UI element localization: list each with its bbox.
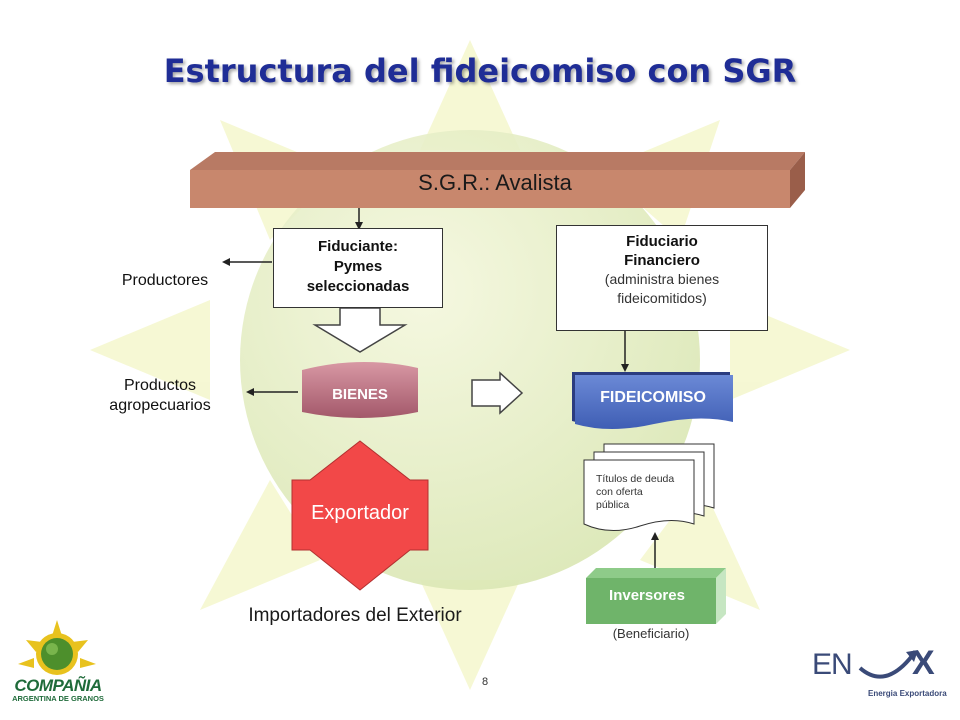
fiduciario-box: Fiduciario Financiero (administra bienes… xyxy=(556,225,768,331)
fiduciante-line1: Fiduciante: xyxy=(317,238,398,255)
fiduciario-line3: (administra bienes xyxy=(604,271,720,287)
titulos-line3: pública xyxy=(596,499,630,511)
titulos-document: Títulos de deuda con oferta pública xyxy=(596,473,696,512)
exportador-node: Exportador xyxy=(311,502,409,524)
productos-line2: agropecuarios xyxy=(109,397,211,414)
page-number: 8 xyxy=(481,676,489,688)
fideicomiso-node: FIDEICOMISO xyxy=(600,389,706,406)
importadores-label: Importadores del Exterior xyxy=(248,605,462,626)
logo-left-sun xyxy=(18,620,96,675)
logo-left-name: COMPAÑIA xyxy=(14,676,102,695)
logo-right-x: X xyxy=(912,644,935,682)
fiduciante-line2: Pymes xyxy=(333,258,383,275)
productos-label: Productos agropecuarios xyxy=(95,376,225,416)
page-title: Estructura del fideicomiso con SGR xyxy=(163,52,797,90)
logo-right-swoosh xyxy=(858,650,918,679)
productos-line1: Productos xyxy=(123,377,197,394)
inversores-node: Inversores xyxy=(609,587,685,604)
titulos-line2: con oferta xyxy=(596,486,643,498)
fiduciario-line1: Fiduciario xyxy=(626,233,698,250)
fiduciante-box: Fiduciante: Pymes seleccionadas xyxy=(273,228,443,308)
fiduciante-line3: seleccionadas xyxy=(306,278,410,295)
titulos-line1: Títulos de deuda xyxy=(596,473,675,485)
bienes-node: BIENES xyxy=(332,386,388,403)
beneficiario-label: (Beneficiario) xyxy=(612,626,690,641)
fiduciario-line4: fideicomitidos) xyxy=(617,290,707,306)
logo-left-subtitle: ARGENTINA DE GRANOS xyxy=(12,694,104,703)
fiduciario-line2: Financiero xyxy=(624,252,700,269)
sgr-avalista-bar: S.G.R.: Avalista xyxy=(418,170,572,195)
productores-label: Productores xyxy=(121,272,209,289)
logo-right-en: EN xyxy=(812,648,853,681)
logo-right-tagline: Energia Exportadora xyxy=(868,689,947,698)
